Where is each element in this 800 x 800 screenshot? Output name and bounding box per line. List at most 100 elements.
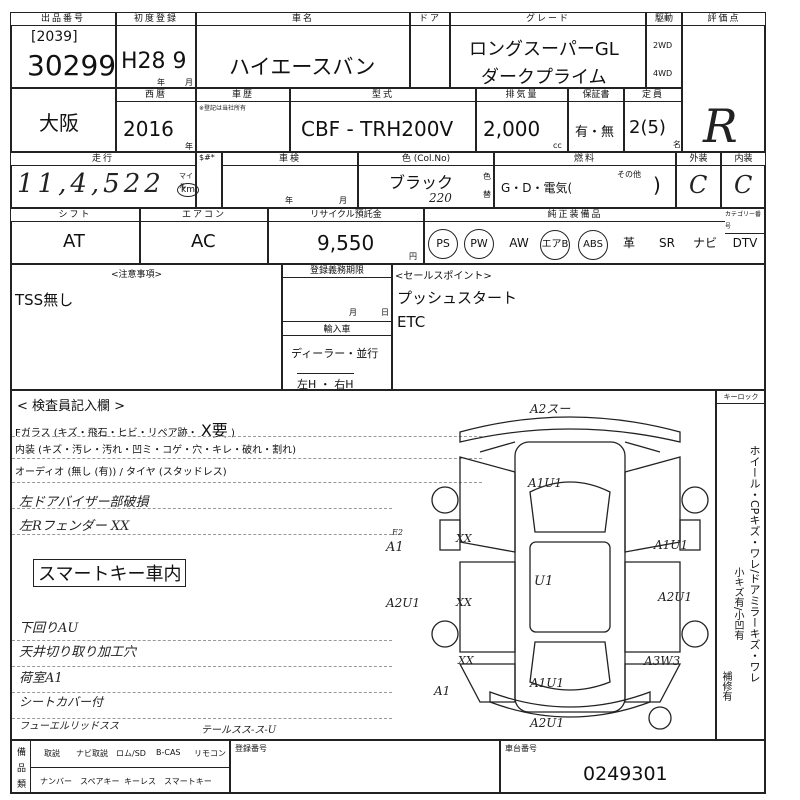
- windshield: [529, 481, 611, 533]
- equip-leather: 革: [622, 236, 635, 250]
- score-label: 評価点: [683, 13, 765, 26]
- right-column: キーロック ホイール・CPキズ・ワレ/ドアミラーキズ・ワレ 小キズ有/小凹有 補…: [716, 390, 766, 740]
- model-label: 車名: [197, 13, 409, 26]
- model-name: ハイエースバン: [229, 55, 376, 79]
- divider-8: [12, 692, 392, 693]
- cc-unit: cc: [553, 141, 562, 150]
- exterior-cell: 外装 C: [676, 152, 721, 208]
- grade-label: グレード: [451, 13, 645, 26]
- inspection-label: 車検: [223, 153, 357, 166]
- lot-cell: 出品番号 [2039] 30299: [10, 12, 116, 88]
- hw-note-6: シートカバー付: [19, 695, 104, 709]
- reg-cell: 登録義務期限 月 日 輸入車 ディーラー・並行 左H ・ 右H: [282, 264, 392, 391]
- mark-left-xx-2: XX: [456, 596, 472, 609]
- meter-cell: $#*: [196, 152, 222, 208]
- lot-label: 出品番号: [11, 13, 115, 26]
- warranty-value: 有・無: [575, 125, 615, 140]
- left-mirror: [439, 519, 461, 551]
- rear-window: [529, 641, 611, 691]
- western-year: 2016: [123, 117, 174, 141]
- acc-item-8: キーレス: [124, 777, 156, 786]
- interior-value: C: [734, 171, 753, 199]
- color-code: 220: [429, 191, 452, 205]
- type-value: CBF - TRH200V: [301, 117, 454, 141]
- mark-left-rear: A1: [434, 684, 451, 698]
- acc-item-5: リモコン: [194, 749, 226, 758]
- mileage-cell: 走行 11,4,522 km マイル: [10, 152, 199, 208]
- right-vertical-1: ホイール・CPキズ・ワレ/ドアミラーキズ・ワレ: [748, 445, 761, 684]
- mark-left-front: A1: [386, 540, 404, 555]
- equipment-label: 純正装備品: [425, 209, 725, 222]
- acc-divider-h: [30, 767, 230, 768]
- mark-front-roof: A1U1: [528, 476, 563, 490]
- right-vertical-3: 補修有: [720, 671, 731, 701]
- drive-label: 駆動: [647, 13, 681, 26]
- dealer-parallel: ディーラー・並行: [291, 347, 379, 360]
- color-label: 色 (Col.No): [359, 153, 493, 166]
- inspection-cell: 車検 年 月: [222, 152, 358, 208]
- hw-note-3: 下回りAU: [19, 621, 79, 636]
- hw-note-5: 荷室A1: [19, 671, 63, 686]
- mileage-value: 11,4,522: [17, 169, 165, 199]
- chassis-cell: 車台番号 0249301: [500, 740, 766, 794]
- capacity-label: 定員: [625, 89, 681, 102]
- smartkey-note: スマートキー車内: [33, 559, 187, 587]
- reg-day: 日: [381, 308, 389, 317]
- fuel-options: G・D・電気(: [501, 181, 573, 195]
- mark-left-xx-1: XX: [456, 532, 472, 545]
- divider-2: [12, 458, 482, 459]
- mark-rear-roof: A1U1: [530, 676, 565, 690]
- acc-label-2: 品: [17, 764, 27, 774]
- fuel-cell: 燃料 G・D・電気( その他 ): [494, 152, 676, 208]
- left-side-panel: [459, 561, 516, 653]
- mark-top: A2スー: [530, 402, 571, 416]
- hw-note-8: テールスス-ス-U: [201, 725, 277, 736]
- acc-item-6: ナンバー: [40, 777, 72, 786]
- exterior-label: 外装: [677, 153, 720, 166]
- mile-unit: マイル: [179, 172, 193, 190]
- divider-1: [12, 436, 482, 437]
- chassis-value: 0249301: [583, 763, 668, 785]
- ac-value: AC: [191, 231, 216, 252]
- interior-cell: 内装 C: [721, 152, 766, 208]
- roof: [529, 541, 611, 633]
- displacement-cell: 排気量 2,000 cc: [476, 88, 568, 152]
- right-side-panel: [624, 561, 681, 653]
- acc-item-7: スペアキー: [80, 777, 120, 786]
- fuel-other-label: その他: [617, 170, 641, 179]
- acc-item-2: ナビ取説: [76, 749, 108, 758]
- displacement-value: 2,000: [483, 117, 541, 141]
- left-rear-panel: [458, 663, 516, 703]
- first-reg-cell: 初度登録 H28 9 年 月: [116, 12, 196, 88]
- score-cell: 評価点 R: [682, 12, 766, 153]
- sales-point-2: ETC: [397, 313, 426, 331]
- equip-airbag: エアB: [536, 225, 574, 261]
- sales-label: <セールスポイント>: [395, 271, 492, 282]
- glass-close: ): [230, 428, 235, 439]
- shift-label: シフト: [11, 209, 139, 222]
- divider-5: [12, 534, 392, 535]
- equip-sr: SR: [659, 236, 675, 250]
- reg-number-cell: 登録番号: [230, 740, 500, 794]
- wheel-rear-left: [431, 620, 459, 648]
- ac-cell: エアコン AC: [140, 208, 268, 264]
- first-reg-label: 初度登録: [117, 13, 195, 26]
- grade-line-2: ダークプライム: [481, 67, 607, 88]
- right-vertical-2: 小キズ有/小凹有: [732, 567, 743, 641]
- front-bumper: [459, 416, 681, 443]
- color-change-1: 色: [483, 172, 491, 181]
- recycle-cell: リサイクル預託金 9,550 円: [268, 208, 424, 264]
- mark-bottom: A2U1: [530, 716, 565, 730]
- wheel-rear-right: [681, 620, 709, 648]
- model-cell: 車名 ハイエースバン: [196, 12, 410, 88]
- color-cell: 色 (Col.No) ブラック 220 色 替: [358, 152, 494, 208]
- capacity-cell: 定員 2(5) 名: [624, 88, 682, 152]
- mark-center: U1: [534, 574, 554, 589]
- exterior-value: C: [689, 171, 708, 199]
- capacity-unit: 名: [673, 140, 681, 149]
- interior-label: 内装: [722, 153, 765, 166]
- acc-item-3: ロム/SD: [116, 749, 146, 758]
- hw-note-4: 天井切り取り加工穴: [19, 645, 137, 660]
- equip-aw: AW: [509, 236, 529, 250]
- mark-right-front: A1U1: [654, 538, 689, 552]
